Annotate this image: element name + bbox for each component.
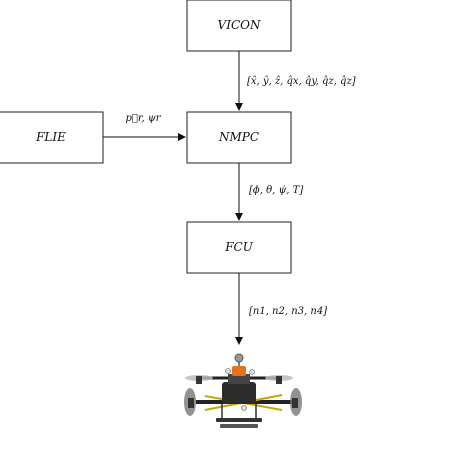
reference-label: p⃗r, ψr xyxy=(125,113,161,124)
state-estimate-label: [x̂, ŷ, ẑ, q̂x, q̂y, q̂z, q̂z] xyxy=(247,76,356,87)
motor-speeds-label: [n1, n2, n3, n4] xyxy=(249,306,327,317)
fcu-label: FCU xyxy=(224,240,254,254)
nmpc-label: NMPC xyxy=(218,130,259,144)
quadrotor-drone-image xyxy=(184,353,302,428)
flie-label: FLIE xyxy=(35,130,66,144)
vicon-block: VICON xyxy=(186,0,292,52)
attitude-thrust-label: [ϕ, θ, ψ̇, T] xyxy=(249,185,303,196)
flie-block: FLIE xyxy=(0,111,104,164)
fcu-block: FCU xyxy=(186,221,292,274)
nmpc-block: NMPC xyxy=(186,111,292,164)
vicon-label: VICON xyxy=(218,18,261,32)
